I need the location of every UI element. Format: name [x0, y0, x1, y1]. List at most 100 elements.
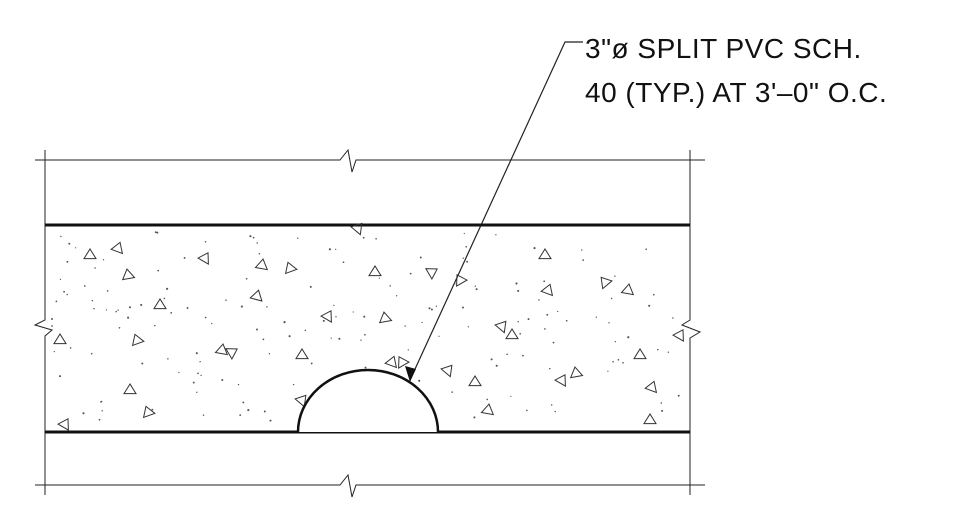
stipple-dot	[106, 290, 109, 292]
stipple-dot	[242, 401, 245, 404]
aggregate-triangle	[378, 311, 393, 324]
stipple-dot	[266, 306, 268, 308]
aggregate-triangle	[540, 283, 554, 297]
stipple-dot	[546, 313, 549, 316]
stipple-dot	[582, 259, 585, 261]
stipple-dot	[283, 321, 286, 324]
stipple-dot	[82, 412, 85, 415]
stipple-dot	[183, 256, 186, 259]
stipple-dot	[544, 328, 546, 330]
aggregate-triangle	[384, 355, 398, 369]
aggregate-triangle	[368, 265, 382, 277]
stipple-dot	[378, 277, 380, 279]
stipple-dot	[384, 312, 386, 315]
stipple-dot	[178, 371, 180, 374]
stipple-dot	[522, 354, 524, 357]
stipple-dot	[74, 247, 77, 249]
stipple-dot	[163, 297, 166, 300]
stipple-dot	[328, 248, 331, 251]
aggregate-triangle	[83, 248, 97, 260]
stipple-dot	[330, 337, 332, 339]
stipple-dot	[660, 402, 663, 404]
aggregate-triangle	[153, 298, 167, 310]
stipple-dot	[199, 361, 201, 363]
stipple-dot	[648, 304, 651, 307]
stipple-dot	[486, 398, 489, 401]
stipple-dot	[612, 360, 614, 363]
aggregate-triangle	[440, 364, 453, 378]
aggregate-triangle	[600, 276, 613, 290]
stipple-dot	[262, 338, 265, 341]
stipple-dot	[430, 308, 433, 311]
aggregate-triangle	[254, 258, 269, 271]
stipple-dot	[463, 232, 465, 235]
stipple-dot	[53, 350, 55, 353]
stipple-dot	[506, 353, 508, 356]
stipple-dot	[364, 366, 367, 369]
arrowhead-icon	[405, 366, 416, 382]
aggregate-triangle	[468, 375, 482, 387]
stipple-dot	[66, 293, 68, 296]
stipple-dot	[526, 409, 528, 412]
aggregate-triangle	[643, 413, 657, 425]
aggregate-triangle	[553, 373, 566, 388]
stipple-dot	[105, 309, 108, 311]
aggregate-triangle	[480, 403, 495, 416]
aggregate-triangle	[538, 248, 552, 260]
stipple-dot	[204, 316, 207, 319]
stipple-dot	[462, 306, 464, 309]
stipple-dot	[360, 339, 362, 341]
stipple-dot	[297, 237, 299, 239]
stipple-dot	[68, 242, 71, 245]
stipple-dot	[166, 287, 169, 290]
stipple-dot	[342, 261, 345, 264]
stipple-dot	[200, 374, 202, 377]
stipple-dot	[552, 341, 555, 344]
stipple-dot	[389, 285, 391, 287]
stipple-dot	[304, 329, 307, 332]
stipple-dot	[154, 231, 157, 234]
stipple-dot	[466, 260, 469, 263]
stipple-dot	[60, 235, 62, 238]
stipple-dot	[101, 410, 103, 412]
stipple-dot	[247, 409, 250, 412]
aggregate-triangle	[224, 348, 239, 361]
stipple-dot	[467, 326, 470, 328]
callout-line-2: 40 (TYP.) AT 3'–0" O.C.	[585, 77, 887, 108]
aggregate-triangle	[494, 320, 507, 334]
stipple-dot	[59, 278, 62, 281]
stipple-dot	[550, 404, 553, 406]
stipple-dot	[292, 383, 295, 386]
stipple-dot	[677, 394, 680, 397]
stipple-dot	[94, 267, 96, 269]
stipple-dot	[239, 414, 242, 416]
stipple-dot	[475, 288, 478, 291]
stipple-dot	[661, 409, 664, 412]
stipple-dot	[195, 352, 198, 355]
stipple-dot	[428, 307, 431, 310]
stipple-dot	[115, 310, 117, 313]
stipple-dot	[263, 410, 266, 413]
section-boundary	[33, 148, 705, 498]
stipple-dot	[310, 362, 313, 365]
stipple-dot	[252, 236, 255, 239]
aggregate-triangle	[319, 309, 332, 324]
stipple-dot	[338, 337, 341, 340]
stipple-dot	[58, 375, 62, 378]
aggregate-triangle	[131, 333, 145, 347]
stipple-dot	[435, 305, 438, 307]
stipple-dot	[211, 322, 213, 325]
concrete-aggregate-hatch	[51, 222, 684, 432]
stipple-dot	[202, 414, 205, 416]
aggregate-triangle	[142, 405, 156, 419]
stipple-dot	[657, 348, 659, 351]
stipple-dot	[645, 248, 647, 250]
stipple-dot	[652, 293, 655, 296]
stipple-dot	[404, 325, 406, 327]
stipple-dot	[256, 242, 258, 244]
aggregate-triangle	[284, 261, 298, 275]
stipple-dot	[627, 336, 630, 339]
stipple-dot	[608, 322, 610, 324]
stipple-dot	[55, 300, 58, 303]
